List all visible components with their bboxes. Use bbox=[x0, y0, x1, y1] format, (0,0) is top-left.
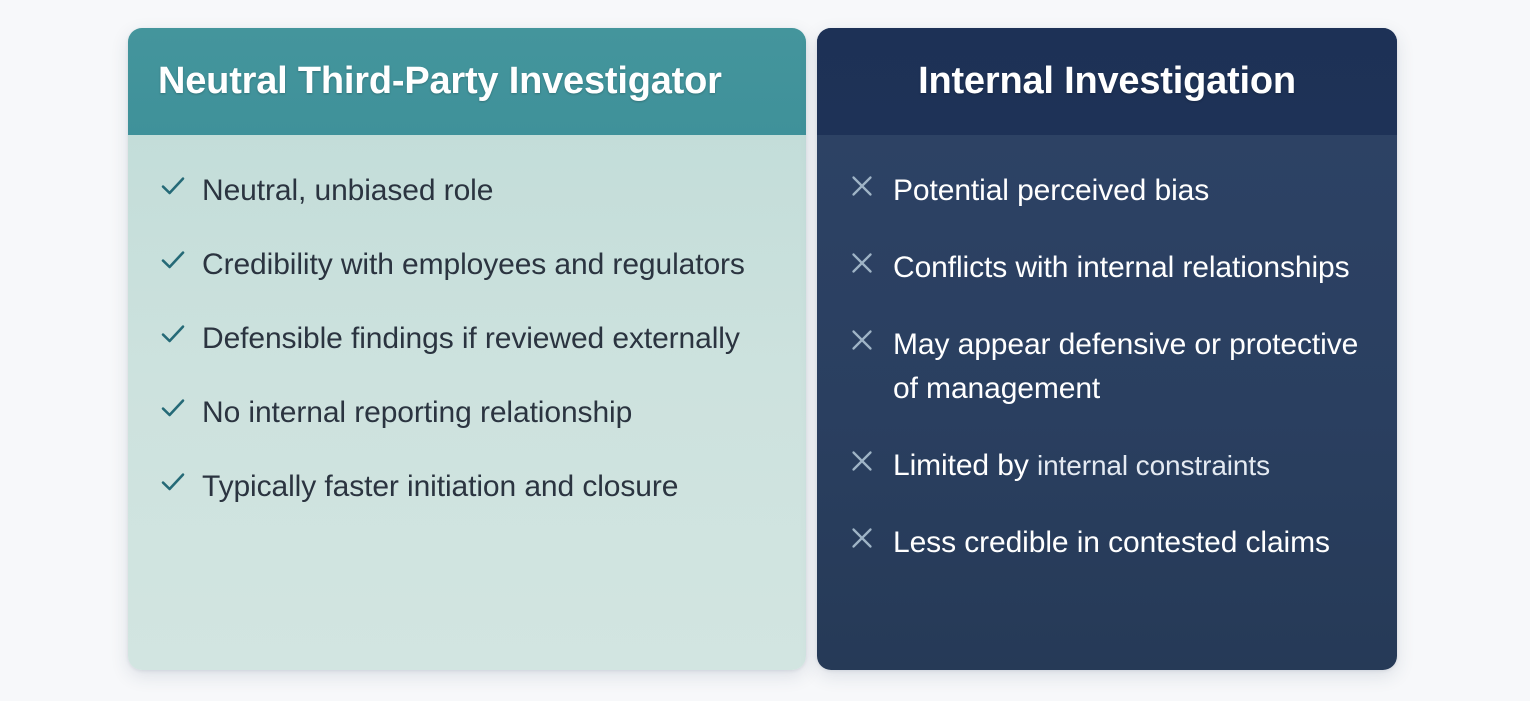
list-item-label: Potential perceived bias bbox=[893, 174, 1210, 207]
cross-icon bbox=[847, 444, 877, 478]
card-internal: Internal Investigation Potential perceiv… bbox=[817, 28, 1397, 670]
list-item: Credibility with employees and regulator… bbox=[158, 243, 780, 287]
list-item: Conflicts with internal relationships bbox=[847, 246, 1377, 290]
list-item: Less credible in contested claims bbox=[847, 521, 1377, 565]
check-icon bbox=[158, 317, 188, 351]
list-item-label: Credibility with employees and regulator… bbox=[202, 248, 745, 282]
card-header-internal: Internal Investigation bbox=[817, 28, 1397, 135]
list-item-label: Neutral, unbiased role bbox=[202, 174, 494, 207]
list-item-label: Limited by internal constraints bbox=[893, 444, 1270, 488]
card-title-third-party: Neutral Third-Party Investigator bbox=[158, 59, 722, 102]
cross-icon bbox=[847, 521, 877, 555]
check-icon bbox=[158, 391, 188, 425]
list-item-label: May appear defensive or protective of ma… bbox=[893, 328, 1359, 406]
list-item: Potential perceived bias bbox=[847, 169, 1377, 213]
list-item: Defensible findings if reviewed external… bbox=[158, 317, 780, 361]
check-icon bbox=[158, 465, 188, 499]
cross-icon bbox=[847, 246, 877, 280]
card-body-third-party: Neutral, unbiased role Credibility with … bbox=[128, 135, 806, 670]
list-item: Typically faster initiation and closure bbox=[158, 465, 780, 509]
list-item-label: No internal reporting relationship bbox=[202, 396, 633, 430]
list-item: May appear defensive or protective of ma… bbox=[847, 323, 1377, 411]
card-header-third-party: Neutral Third-Party Investigator bbox=[128, 28, 806, 135]
card-third-party: Neutral Third-Party Investigator Neutral… bbox=[128, 28, 806, 670]
list-item-label: Conflicts with internal relationships bbox=[893, 251, 1350, 285]
list-item-label: Less credible in contested claims bbox=[893, 526, 1330, 560]
cross-icon bbox=[847, 169, 877, 203]
list-item: Neutral, unbiased role bbox=[158, 169, 780, 213]
list-item: No internal reporting relationship bbox=[158, 391, 780, 435]
list-item-label-secondary: internal constraints bbox=[1036, 450, 1270, 482]
list-item-label-main: Limited by bbox=[893, 449, 1037, 483]
cross-icon bbox=[847, 323, 877, 357]
list-item-label: Defensible findings if reviewed external… bbox=[202, 322, 740, 356]
list-item: Limited by internal constraints bbox=[847, 444, 1377, 488]
check-icon bbox=[158, 169, 188, 203]
card-title-internal: Internal Investigation bbox=[918, 59, 1296, 102]
check-icon bbox=[158, 243, 188, 277]
list-item-label: Typically faster initiation and closure bbox=[202, 470, 679, 504]
card-body-internal: Potential perceived bias Conflicts with … bbox=[817, 135, 1397, 670]
